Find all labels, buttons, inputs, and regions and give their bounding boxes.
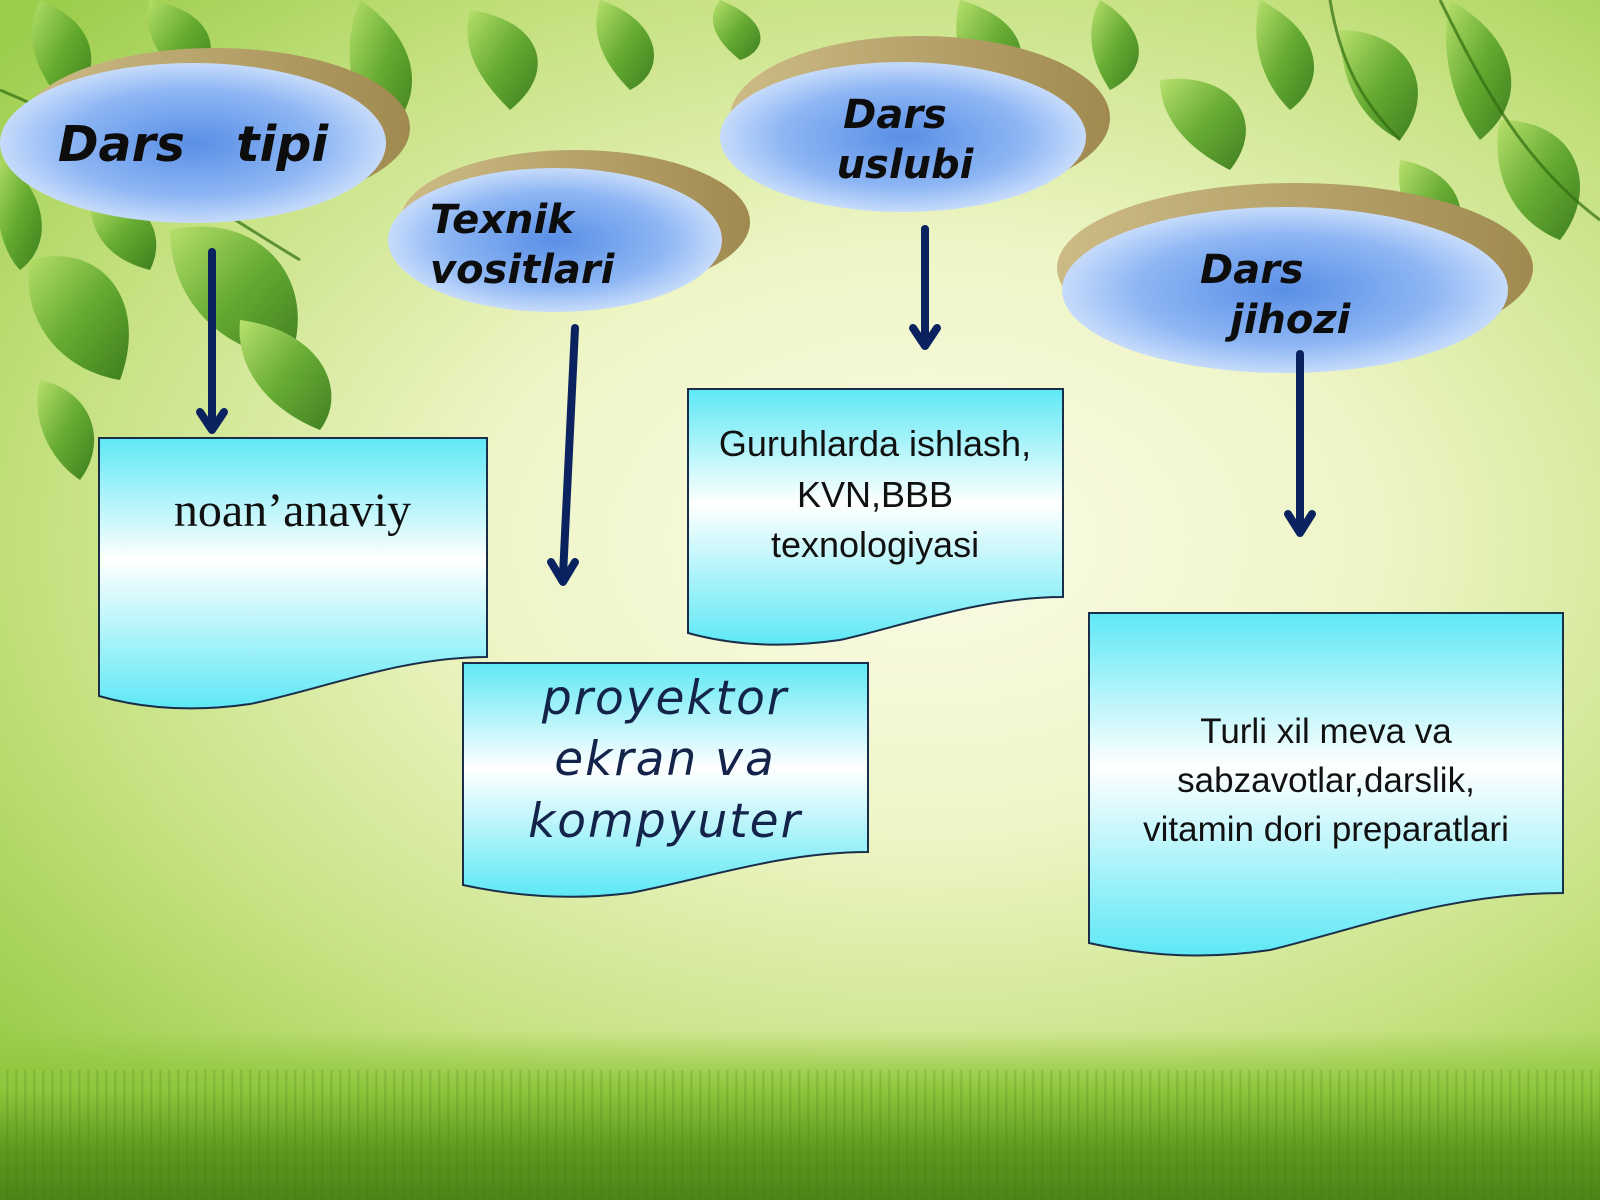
- text-dars-uslubi: Guruhlarda ishlash, KVN,BBB texnologiyas…: [692, 415, 1058, 575]
- bubble-dars-uslubi: [720, 36, 1110, 212]
- title-dars-uslubi: Dars uslubi: [815, 85, 995, 195]
- title-dars-tipi: Dars tipi: [20, 100, 366, 190]
- text-texnik-line2: ekran va: [554, 732, 776, 788]
- arrow-dars-tipi: [196, 248, 228, 434]
- title-uslubi-line2: uslubi: [836, 142, 974, 188]
- text-texnik-line3: kompyuter: [528, 793, 802, 849]
- arrow-dars-uslubi: [909, 225, 941, 350]
- title-jihozi-line2: jihozi: [1230, 297, 1351, 343]
- text-uslubi-line2: KVN,BBB: [796, 473, 954, 515]
- text-texnik-line1: proyektor: [541, 671, 789, 727]
- text-dars-tipi: noan’anaviy: [110, 470, 475, 550]
- bubble-texnik-vositlari: [388, 150, 750, 312]
- title-uslubi-line1: Dars: [843, 92, 947, 138]
- text-dars-jihozi: Turli xil meva va sabzavotlar,darslik, v…: [1093, 700, 1559, 860]
- title-texnik-line2: vositlari: [430, 247, 615, 293]
- text-jihozi-line1: Turli xil meva va: [1200, 711, 1452, 751]
- title-texnik-line1: Texnik: [430, 197, 574, 243]
- bubble-dars-jihozi: [1057, 183, 1533, 373]
- doc-texnik-vositlari: [462, 662, 869, 898]
- title-jihozi-line1: Dars: [1200, 247, 1304, 293]
- text-uslubi-line3: texnologiyasi: [770, 524, 980, 566]
- grass-blades: [0, 1070, 1600, 1200]
- arrow-texnik-vositlari: [547, 324, 579, 586]
- text-jihozi-line3: vitamin dori preparatlari: [1143, 809, 1509, 849]
- doc-dars-tipi: [98, 437, 488, 710]
- arrow-dars-jihozi: [1284, 350, 1316, 537]
- title-dars-tipi-text: Dars tipi: [57, 116, 329, 174]
- doc-dars-uslubi: [687, 388, 1064, 646]
- grass-strip: [0, 1030, 1600, 1200]
- text-jihozi-line2: sabzavotlar,darslik,: [1177, 760, 1475, 800]
- text-uslubi-line1: Guruhlarda ishlash,: [718, 423, 1032, 465]
- text-texnik-vositlari: proyektor ekran va kompyuter: [480, 665, 850, 855]
- doc-dars-jihozi: [1088, 612, 1564, 957]
- text-dars-tipi-value: noan’anaviy: [173, 483, 412, 537]
- bubble-dars-tipi: [0, 48, 410, 223]
- title-texnik-vositlari: Texnik vositlari: [430, 190, 670, 300]
- title-dars-jihozi: Dars jihozi: [1180, 240, 1380, 350]
